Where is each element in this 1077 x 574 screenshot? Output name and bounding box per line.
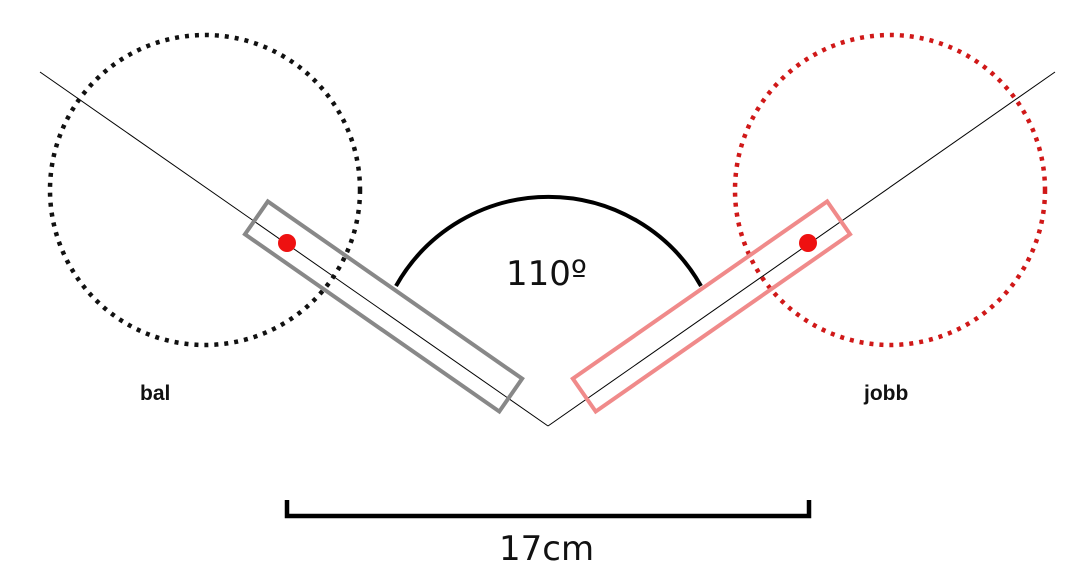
distance-bracket xyxy=(284,500,812,519)
right-label: jobb xyxy=(863,382,908,405)
left-pivot-dot xyxy=(278,234,296,252)
right-pivot-dot xyxy=(799,234,817,252)
left-axis-line xyxy=(39,71,549,427)
distance-label: 17cm xyxy=(499,529,594,569)
left-label: bal xyxy=(140,382,170,405)
left-range-circle xyxy=(47,32,363,348)
angle-arc xyxy=(394,194,703,287)
angle-label: 110º xyxy=(506,254,587,294)
left-arm-rect xyxy=(242,198,525,415)
right-range-circle xyxy=(732,32,1048,348)
right-arm-rect xyxy=(570,198,853,415)
